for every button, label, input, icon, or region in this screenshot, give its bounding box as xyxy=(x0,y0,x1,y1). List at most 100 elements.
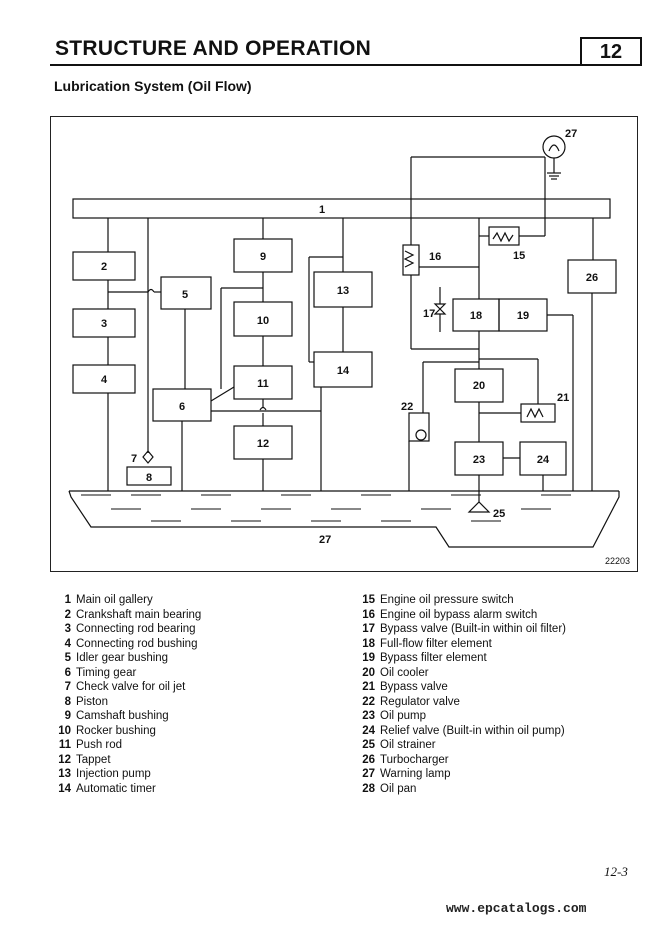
legend-number: 11 xyxy=(58,739,71,751)
warning-lamp-icon xyxy=(542,135,566,159)
label-21: 21 xyxy=(557,392,569,404)
legend-text: Regulator valve xyxy=(380,695,460,708)
label-14: 14 xyxy=(337,365,350,377)
legend-number: 21 xyxy=(362,681,375,693)
legend-number: 10 xyxy=(58,724,71,737)
legend-text: Engine oil bypass alarm switch xyxy=(380,608,538,621)
legend-number: 5 xyxy=(64,652,71,664)
legend-text: Bypass filter element xyxy=(380,652,487,664)
legend-text: Turbocharger xyxy=(380,753,449,766)
legend-text: Connecting rod bushing xyxy=(76,637,198,650)
legend-text: Oil cooler xyxy=(380,666,429,679)
legend-item: 10 Rocker bushing xyxy=(56,724,201,739)
legend-text: Oil pump xyxy=(380,710,427,722)
bypass-valve-21 xyxy=(520,403,556,423)
label-7: 7 xyxy=(131,453,137,465)
oil-flow-diagram: 1 27 2 3 4 5 6 7 8 9 10 11 12 xyxy=(50,116,638,572)
legend-number: 18 xyxy=(362,637,375,650)
legend-item: 25 Oil strainer xyxy=(360,738,566,753)
legend-number: 16 xyxy=(362,608,375,621)
legend-number: 28 xyxy=(362,782,375,795)
label-18: 18 xyxy=(470,310,482,322)
legend-item: 22 Regulator valve xyxy=(360,695,566,710)
legend-text: Crankshaft main bearing xyxy=(76,608,202,621)
legend-number: 9 xyxy=(64,710,71,722)
label-27-lamp: 27 xyxy=(565,128,577,140)
legend-item: 28 Oil pan xyxy=(360,782,566,797)
legend-number: 25 xyxy=(362,739,375,751)
oil-flow-diagram-svg: 1 27 2 3 4 5 6 7 8 9 10 11 12 xyxy=(68,128,630,566)
legend-number: 22 xyxy=(362,695,375,708)
figure-id: 22203 xyxy=(605,556,630,566)
legend-number: 20 xyxy=(362,666,375,679)
legend-item: 8 Piston xyxy=(56,695,201,710)
legend-text: Full-flow filter element xyxy=(380,637,492,650)
legend-text: Bypass valve (Built-in within oil filter… xyxy=(380,623,566,635)
legend-text: Oil strainer xyxy=(380,739,436,751)
legend-number: 26 xyxy=(362,753,375,766)
oil-surface-dashes xyxy=(81,494,571,522)
label-6: 6 xyxy=(179,401,185,413)
check-valve-7 xyxy=(142,450,154,464)
legend-text: Rocker bushing xyxy=(76,724,156,737)
legend-item: 18 Full-flow filter element xyxy=(360,637,566,652)
legend-number: 24 xyxy=(362,724,375,737)
legend-item: 23 Oil pump xyxy=(360,709,566,724)
legend-text: Timing gear xyxy=(76,666,137,679)
legend-number: 8 xyxy=(64,695,71,708)
legend-text: Relief valve (Built-in within oil pump) xyxy=(380,724,565,737)
legend-item: 20 Oil cooler xyxy=(360,666,566,681)
oil-strainer-25 xyxy=(467,501,491,513)
label-26: 26 xyxy=(586,272,598,284)
connecting-rod-bearing-box xyxy=(72,308,136,338)
legend-number: 15 xyxy=(362,594,375,606)
legend-number: 27 xyxy=(362,768,375,780)
legend-item: 5 Idler gear bushing xyxy=(56,651,201,666)
legend-text: Oil pan xyxy=(380,782,417,795)
label-24: 24 xyxy=(537,454,550,466)
legend-item: 24 Relief valve (Built-in within oil pump… xyxy=(360,724,566,739)
legend-number: 14 xyxy=(58,782,71,795)
legend-number: 23 xyxy=(362,710,375,722)
legend-text: Warning lamp xyxy=(380,768,451,780)
legend-number: 3 xyxy=(64,623,71,635)
legend-text: Main oil gallery xyxy=(76,594,153,606)
diagram-subtitle: Lubrication System (Oil Flow) xyxy=(54,78,252,94)
legend-text: Injection pump xyxy=(76,768,151,780)
label-23: 23 xyxy=(473,454,485,466)
legend-text: Idler gear bushing xyxy=(76,652,169,664)
legend-text: Check valve for oil jet xyxy=(76,681,186,693)
section-title: STRUCTURE AND OPERATION xyxy=(55,37,372,60)
label-15: 15 xyxy=(513,250,525,262)
legend-item: 9 Camshaft bushing xyxy=(56,709,201,724)
section-number-box: 12 xyxy=(580,37,642,65)
label-25: 25 xyxy=(493,508,505,520)
legend-item: 26 Turbocharger xyxy=(360,753,566,768)
label-4: 4 xyxy=(101,374,108,386)
bypass-valve-17 xyxy=(433,303,447,315)
label-3: 3 xyxy=(101,318,107,330)
label-22: 22 xyxy=(401,401,413,413)
label-5: 5 xyxy=(182,289,188,301)
label-16: 16 xyxy=(429,251,441,263)
connecting-rod-bushing-box xyxy=(72,364,136,394)
page-number: 12-3 xyxy=(604,864,628,879)
label-10: 10 xyxy=(257,315,269,327)
legend-text: Camshaft bushing xyxy=(76,710,169,722)
legend-text: Bypass valve xyxy=(380,681,448,693)
legend-text: Piston xyxy=(76,695,108,708)
label-27-pan: 27 xyxy=(319,534,331,546)
piston-box xyxy=(126,466,172,486)
